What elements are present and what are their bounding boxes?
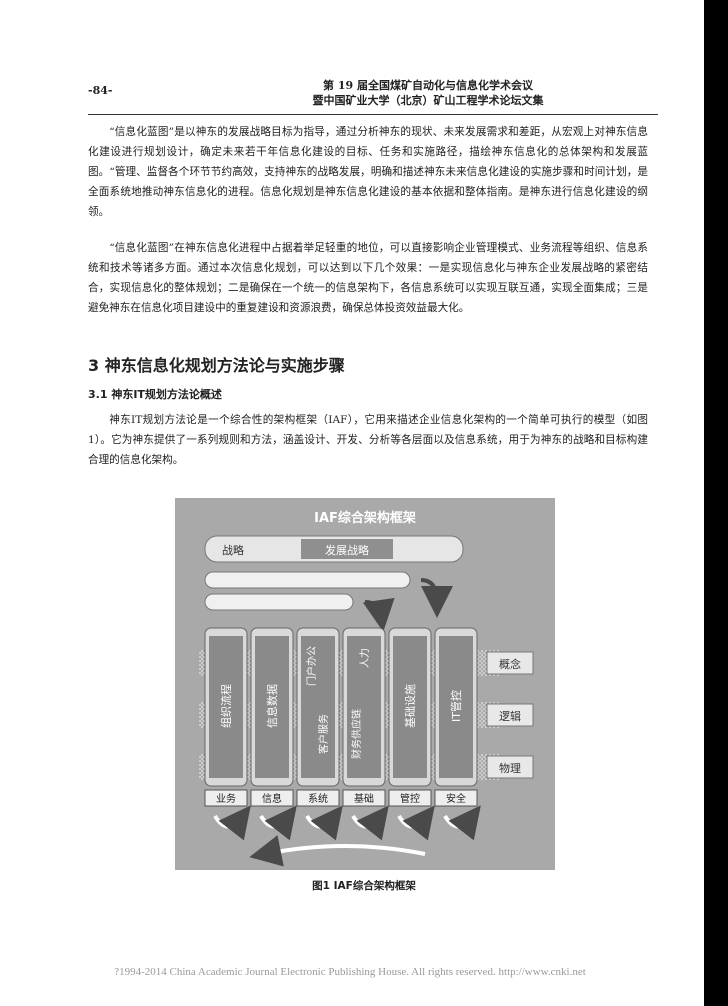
scan-edge-bar xyxy=(704,0,728,1006)
cycle-arrow-2 xyxy=(259,805,297,841)
paragraph-1: “信息化蓝图”是以神东的发展战略目标为指导，通过分析神东的现状、未来发展需求和差… xyxy=(88,122,648,222)
column-5-inner xyxy=(393,636,427,778)
cycle-arrow-6 xyxy=(443,805,481,841)
paragraph-2: “信息化蓝图”在神东信息化进程中占据着举足轻重的地位，可以直接影响企业管理模式、… xyxy=(88,238,648,318)
cycle-arrow-3 xyxy=(305,805,343,841)
column-label-3b: 客户服务 xyxy=(317,714,330,754)
bottom-label-1: 业务 xyxy=(216,792,236,805)
figure-caption: 图1 IAF综合架构框架 xyxy=(312,880,416,892)
running-header: -84- 第 19 届全国煤矿自动化与信息化学术会议 暨中国矿业大学（北京）矿山… xyxy=(88,78,658,118)
paragraph-3: 神东IT规划方法论是一个综合性的架构框架（IAF），它用来描述企业信息化架构的一… xyxy=(88,410,648,470)
column-4-inner xyxy=(347,636,381,778)
figure-title: IAF综合架构框架 xyxy=(314,510,416,526)
cnki-footer: ?1994-2014 China Academic Journal Electr… xyxy=(114,966,586,978)
column-label-1: 组织流程 xyxy=(219,684,233,728)
arrow-right-down xyxy=(420,578,453,618)
layer-label-3: 物理 xyxy=(499,761,521,775)
column-label-4b: 财务供应链 xyxy=(350,709,363,759)
layer-label-box-1 xyxy=(486,651,534,675)
header-title: 第 19 届全国煤矿自动化与信息化学术会议 暨中国矿业大学（北京）矿山工程学术论… xyxy=(198,78,658,108)
column-label-4a: 人力 xyxy=(358,648,371,668)
section-title: 3 神东信息化规划方法论与实施步骤 xyxy=(88,356,345,375)
column-label-5: 基础设施 xyxy=(404,684,417,728)
cycle-arrow-1 xyxy=(213,805,251,841)
header-line-1: 第 19 届全国煤矿自动化与信息化学术会议 xyxy=(323,79,533,92)
cycle-arrow-4 xyxy=(351,805,389,841)
arrow-down xyxy=(362,597,395,632)
column-3-inner xyxy=(301,636,335,778)
bottom-label-3: 系统 xyxy=(308,792,328,805)
column-2-inner xyxy=(255,636,289,778)
bottom-label-5: 管控 xyxy=(400,792,420,805)
subsection-title: 3.1 神东IT规划方法论概述 xyxy=(88,388,222,401)
upper-bar xyxy=(204,571,411,589)
layer-label-2: 逻辑 xyxy=(499,709,521,723)
strategy-bar-label: 发展战略 xyxy=(325,543,369,557)
paragraph-3-text: 神东IT规划方法论是一个综合性的架构框架（IAF），它用来描述企业信息化架构的一… xyxy=(88,414,648,466)
iaf-diagram: IAF综合架构框架 战略 发展战略 组织流程 信 xyxy=(175,498,555,870)
column-1-inner xyxy=(209,636,243,778)
strategy-label: 战略 xyxy=(222,543,244,557)
strategy-bar xyxy=(301,539,393,559)
bottom-label-4: 基础 xyxy=(354,792,374,805)
page-number: -84- xyxy=(88,84,113,97)
column-6-inner xyxy=(439,636,473,778)
cycle-arrow-5 xyxy=(397,805,435,841)
column-label-3a: 门户办公 xyxy=(305,646,318,686)
layer-label-1: 概念 xyxy=(499,657,521,671)
bottom-label-6: 安全 xyxy=(446,792,466,805)
paragraph-1-text: “信息化蓝图”是以神东的发展战略目标为指导，通过分析神东的现状、未来发展需求和差… xyxy=(88,126,648,218)
header-line-2: 暨中国矿业大学（北京）矿山工程学术论坛文集 xyxy=(312,94,544,107)
return-arrow xyxy=(249,835,426,867)
layer-label-box-2 xyxy=(486,703,534,727)
header-rule xyxy=(88,114,658,115)
layer-label-box-3 xyxy=(486,755,534,779)
lower-bar xyxy=(204,593,354,611)
iaf-figure: IAF综合架构框架 战略 发展战略 组织流程 信 xyxy=(175,498,555,870)
column-label-2: 信息数据 xyxy=(265,684,279,728)
bottom-label-2: 信息 xyxy=(262,792,282,805)
column-label-6: IT管控 xyxy=(449,690,463,722)
paragraph-2-text: “信息化蓝图”在神东信息化进程中占据着举足轻重的地位，可以直接影响企业管理模式、… xyxy=(88,242,648,314)
